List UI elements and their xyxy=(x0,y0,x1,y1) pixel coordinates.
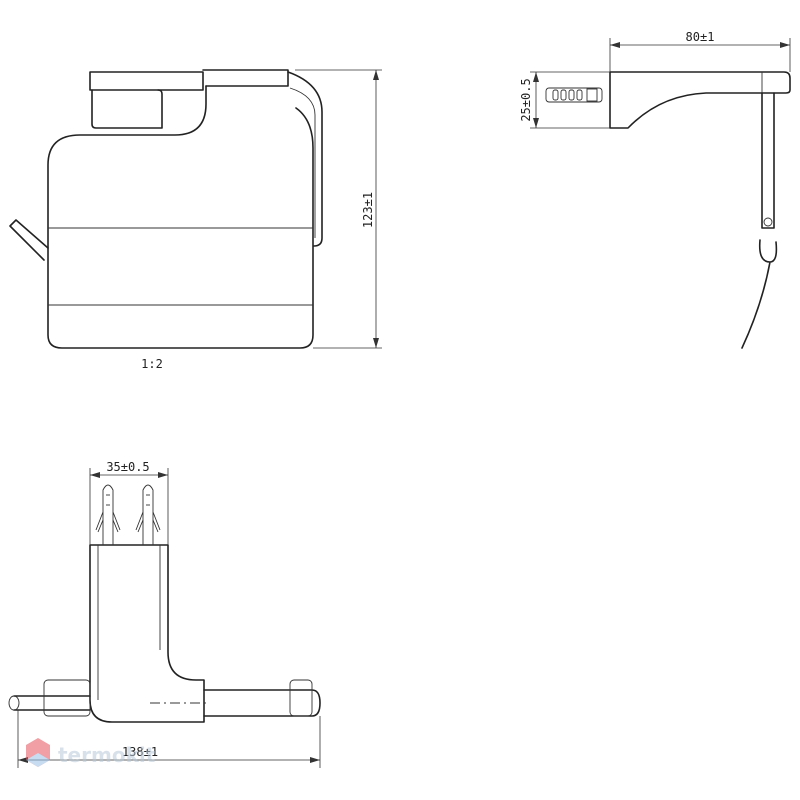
dim-arrow xyxy=(18,757,28,763)
hinge-arm-inner xyxy=(289,87,316,238)
axle-stub xyxy=(9,219,49,261)
top-plate-left xyxy=(43,679,91,717)
dim-arrow xyxy=(373,338,379,348)
hinge-arm xyxy=(287,71,323,247)
dim-arrow xyxy=(610,42,620,48)
side-plate xyxy=(609,71,791,129)
top-anchor-left xyxy=(95,484,121,545)
top-body xyxy=(89,544,205,723)
watermark-logo-icon-shade xyxy=(26,753,50,767)
top-anchor-right xyxy=(135,484,161,545)
spacing-dim-label: 35±0.5 xyxy=(106,460,149,474)
top-axle xyxy=(13,689,321,717)
side-arm xyxy=(761,92,775,229)
anchor-rib xyxy=(586,88,598,102)
depth-dim-label: 80±1 xyxy=(686,30,715,44)
dim-arrow xyxy=(780,42,790,48)
dim-arrow xyxy=(373,70,379,80)
anchor-rib xyxy=(552,89,559,101)
arm-pivot xyxy=(763,217,773,227)
scale-label: 1:2 xyxy=(141,357,163,371)
watermark-text: termokit xyxy=(58,743,156,767)
anchor-rib xyxy=(560,89,567,101)
side-anchor xyxy=(545,87,603,103)
bracket-inner xyxy=(91,89,163,129)
side-view: 80±1 25±0.5 xyxy=(519,30,791,349)
dim-arrow xyxy=(533,72,539,82)
wall-bracket xyxy=(89,71,204,91)
axle-end xyxy=(8,695,20,711)
top-view: 35±0.5 138±1 xyxy=(8,460,321,768)
anchor-rib xyxy=(568,89,575,101)
plate-height-dim-label: 25±0.5 xyxy=(519,78,533,121)
side-cover xyxy=(741,239,778,349)
dim-arrow xyxy=(90,472,100,478)
dim-arrow xyxy=(533,118,539,128)
cover-body xyxy=(47,85,314,349)
dim-arrow xyxy=(158,472,168,478)
front-view: 123±1 1:2 xyxy=(9,69,382,371)
dim-arrow xyxy=(310,757,320,763)
height-dim-label: 123±1 xyxy=(361,192,375,228)
width-dim-label: 138±1 xyxy=(122,745,158,759)
anchor-rib xyxy=(576,89,583,101)
top-bar xyxy=(202,69,289,87)
top-plate-right xyxy=(289,679,313,717)
termokit-watermark: termokit xyxy=(26,738,156,767)
